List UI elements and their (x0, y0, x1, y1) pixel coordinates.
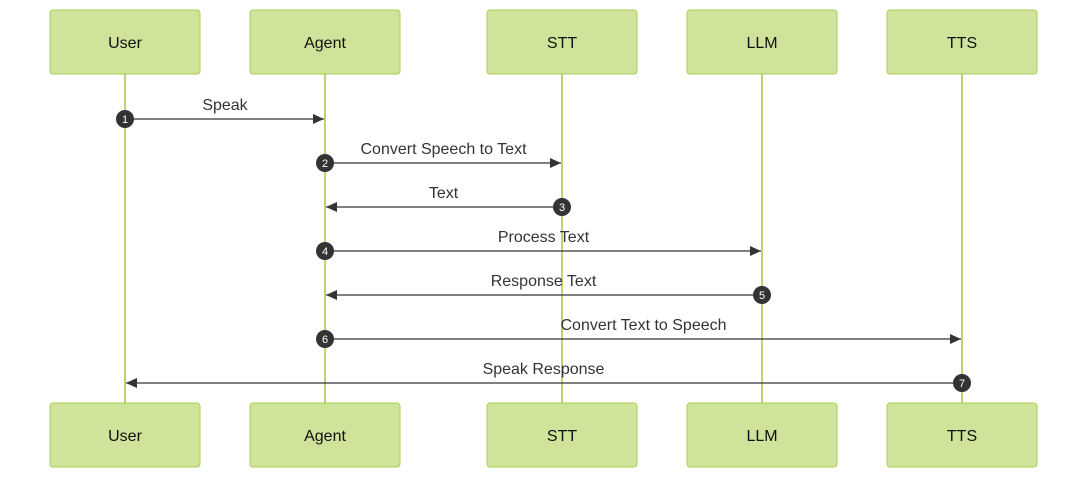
message-6: Convert Text to Speech 6 (316, 317, 961, 348)
bottom-actor-llm: LLM (686, 402, 838, 468)
top-actor-label-tts: TTS (947, 35, 977, 52)
bottom-actor-box-agent (249, 402, 401, 468)
top-actor-box-agent (249, 9, 401, 75)
sequence-number-1: 1 (122, 114, 128, 126)
sequence-number-3: 3 (559, 202, 565, 214)
top-actor-label-llm: LLM (746, 35, 777, 52)
top-actor-label-user: User (108, 35, 142, 52)
top-actor-box-user (49, 9, 201, 75)
bottom-actor-box-stt (486, 402, 638, 468)
message-5: Response Text 5 (326, 273, 771, 304)
message-7: Speak Response 7 (126, 361, 971, 392)
top-actor-llm: LLM (686, 9, 838, 75)
top-actor-agent: Agent (249, 9, 401, 75)
actors-top: User Agent STT LLM TTS (49, 9, 1038, 75)
sequence-number-badge-7 (953, 374, 971, 392)
sequence-number-4: 4 (322, 246, 328, 258)
lifelines (124, 74, 963, 403)
sequence-number-7: 7 (959, 378, 965, 390)
sequence-number-badge-2 (316, 154, 334, 172)
top-actor-box-llm (686, 9, 838, 75)
sequence-number-badge-4 (316, 242, 334, 260)
sequence-number-badge-3 (553, 198, 571, 216)
bottom-actor-user: User (49, 402, 201, 468)
message-3: Text 3 (326, 185, 571, 216)
top-actor-box-stt (486, 9, 638, 75)
bottom-actor-label-llm: LLM (746, 428, 777, 445)
top-actor-stt: STT (486, 9, 638, 75)
top-actor-box-tts (886, 9, 1038, 75)
bottom-actor-tts: TTS (886, 402, 1038, 468)
message-1: Speak 1 (116, 97, 324, 128)
sequence-number-badge-1 (116, 110, 134, 128)
bottom-actor-label-stt: STT (547, 428, 577, 445)
bottom-actor-box-llm (686, 402, 838, 468)
bottom-actor-label-user: User (108, 428, 142, 445)
message-label-7: Speak Response (483, 361, 605, 378)
message-label-4: Process Text (498, 229, 590, 246)
bottom-actor-label-agent: Agent (304, 428, 346, 445)
bottom-actor-stt: STT (486, 402, 638, 468)
message-label-2: Convert Speech to Text (360, 141, 527, 158)
message-label-6: Convert Text to Speech (560, 317, 726, 334)
message-2: Convert Speech to Text 2 (316, 141, 561, 172)
top-actor-label-stt: STT (547, 35, 577, 52)
bottom-actor-label-tts: TTS (947, 428, 977, 445)
message-label-5: Response Text (491, 273, 597, 290)
sequence-number-6: 6 (322, 334, 328, 346)
bottom-actor-box-tts (886, 402, 1038, 468)
sequence-number-badge-5 (753, 286, 771, 304)
bottom-actor-box-user (49, 402, 201, 468)
actors-bottom: User Agent STT LLM TTS (49, 402, 1038, 468)
top-actor-user: User (49, 9, 201, 75)
message-label-1: Speak (202, 97, 248, 114)
top-actor-label-agent: Agent (304, 35, 346, 52)
sequence-number-2: 2 (322, 158, 328, 170)
sequence-number-5: 5 (759, 290, 765, 302)
top-actor-tts: TTS (886, 9, 1038, 75)
message-4: Process Text 4 (316, 229, 761, 260)
message-label-3: Text (429, 185, 459, 202)
bottom-actor-agent: Agent (249, 402, 401, 468)
sequence-number-badge-6 (316, 330, 334, 348)
